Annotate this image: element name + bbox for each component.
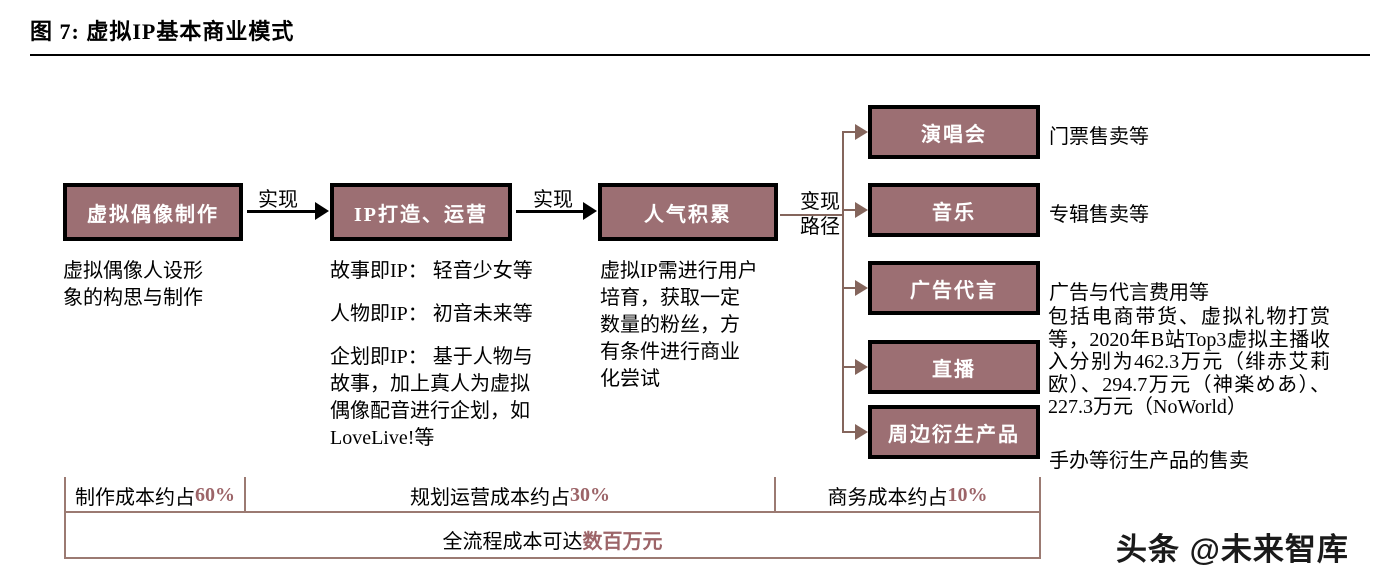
branch-arrow-music-head-icon (855, 202, 868, 218)
cost-total-label: 全流程成本可达 (442, 530, 583, 553)
flow-arrow-2-line (516, 210, 583, 213)
cost-bracket-mid-rule (64, 511, 1041, 513)
cost-business-value: 10% (947, 483, 988, 506)
branch-arrow-merch-line (842, 431, 856, 433)
note-character-ip: 人物即IP： 初音未来等 (330, 303, 533, 325)
branch-trunk-line (842, 131, 844, 433)
desc-live: 包括电商带货、虚拟礼物打赏等，2020年B站Top3虚拟主播收入分别为462.3… (1048, 306, 1330, 418)
cost-production-value: 60% (195, 483, 235, 506)
cost-bracket-left-line (64, 477, 66, 559)
desc-concert: 门票售卖等 (1049, 126, 1149, 148)
flow-arrow-1-head-icon (315, 202, 329, 220)
cost-bracket-bottom-rule (64, 557, 1041, 559)
note-story-ip: 故事即IP： 轻音少女等 (330, 260, 533, 282)
cost-operation-label: 规划运营成本约占 (410, 486, 570, 509)
branch-arrow-concert-line (842, 131, 856, 133)
figure-title: 图 7: 虚拟IP基本商业模式 (30, 19, 295, 44)
watermark-toutiao: 头条 @未来智库 (1116, 532, 1349, 567)
flow-box-popularity: 人气积累 (598, 183, 778, 241)
branch-arrow-live-head-icon (855, 359, 868, 375)
branch-arrow-ads-line (842, 287, 856, 289)
flow-box-ip-operation: IP打造、运营 (330, 183, 512, 241)
flow-box-idol-production: 虚拟偶像制作 (63, 183, 243, 241)
note-popularity: 虚拟IP需进行用户培育，获取一定数量的粉丝，方有条件进行商业化尝试 (600, 260, 758, 390)
branch-arrow-music-line (842, 209, 856, 211)
note-project-ip: 企划即IP： 基于人物与故事，加上真人为虚拟偶像配音进行企划，如LoveLive… (330, 346, 533, 449)
flow-arrow-2-head-icon (583, 202, 597, 220)
flow-arrow-2-label: 实现 (533, 189, 573, 211)
branch-label-bottom: 路径 (800, 216, 840, 238)
branch-connector-line (780, 214, 842, 216)
monetization-box-ads: 广告代言 (868, 261, 1040, 315)
branch-arrow-concert-head-icon (855, 124, 868, 140)
branch-arrow-ads-head-icon (855, 280, 868, 296)
note-ip-operation: 故事即IP： 轻音少女等 人物即IP： 初音未来等 企划即IP： 基于人物与故事… (330, 258, 544, 468)
branch-label: 变现 路径 (794, 190, 846, 240)
desc-merch: 手办等衍生产品的售卖 (1049, 450, 1249, 472)
monetization-box-music: 音乐 (868, 183, 1040, 237)
cost-production-label: 制作成本约占 (75, 486, 195, 509)
monetization-box-merch: 周边衍生产品 (868, 405, 1040, 459)
monetization-box-concert: 演唱会 (868, 105, 1040, 159)
branch-arrow-live-line (842, 366, 856, 368)
cost-total: 全流程成本可达数百万元 (64, 524, 1041, 554)
branch-arrow-merch-head-icon (855, 424, 868, 440)
desc-music: 专辑售卖等 (1049, 204, 1149, 226)
branch-label-top: 变现 (800, 191, 840, 213)
cost-total-value: 数百万元 (582, 530, 663, 553)
cost-business-label: 商务成本约占 (827, 486, 948, 509)
cost-bracket-sep2-line (774, 477, 776, 513)
title-divider (30, 54, 1370, 56)
cost-bracket-sep1-line (244, 477, 246, 513)
note-idol-production: 虚拟偶像人设形象的构思与制作 (63, 260, 203, 309)
flow-arrow-1-label: 实现 (258, 189, 298, 211)
cost-bracket-right-line (1039, 477, 1041, 559)
monetization-box-live: 直播 (868, 340, 1040, 394)
flow-arrow-1-line (247, 210, 315, 213)
cost-operation-value: 30% (570, 483, 610, 506)
desc-ads: 广告与代言费用等 (1049, 282, 1209, 304)
